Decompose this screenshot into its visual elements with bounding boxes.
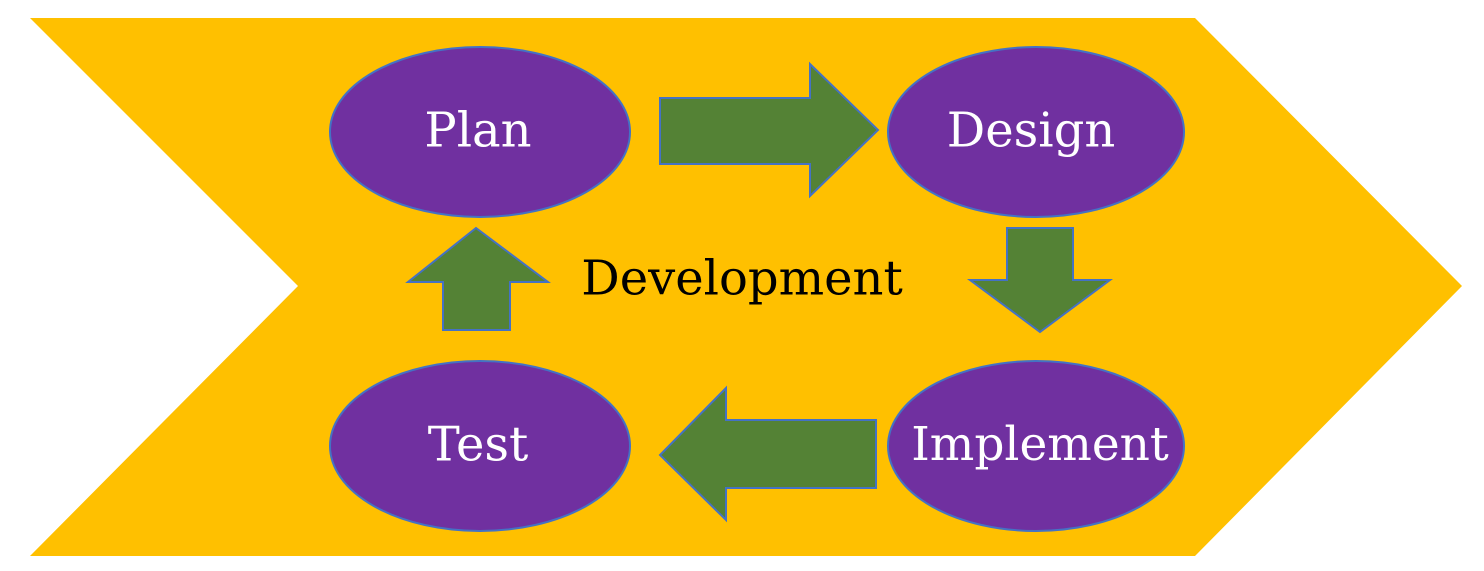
stage-plan-ellipse: [329, 46, 631, 218]
stage-implement: Implement: [887, 360, 1185, 532]
stage-design: Design: [887, 46, 1185, 218]
stage-implement-ellipse: [887, 360, 1185, 532]
stage-design-ellipse: [887, 46, 1185, 218]
stage-plan-label: Plan: [424, 103, 531, 159]
center-label: Development: [581, 251, 903, 307]
stage-test-ellipse: [329, 360, 631, 532]
stage-test-label: Test: [428, 417, 529, 473]
arrow-implement-to-test: [658, 385, 877, 523]
arrow-plan-to-design: [659, 61, 880, 199]
stage-plan: Plan: [329, 46, 631, 218]
stage-test: Test: [329, 360, 631, 532]
arrow-design-to-implement: [966, 227, 1114, 334]
arrow-test-to-plan: [405, 226, 551, 331]
stage-design-label: Design: [947, 103, 1116, 159]
stage-implement-label: Implement: [911, 417, 1169, 472]
